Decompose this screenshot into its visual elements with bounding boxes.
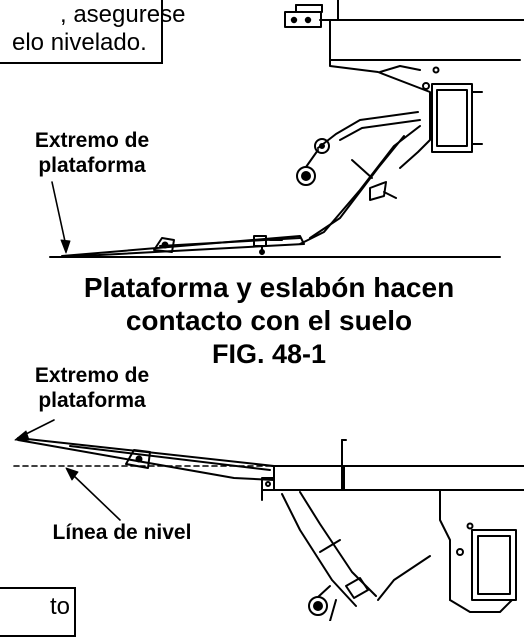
level-line-arrow (71, 473, 121, 521)
bottom-machine-drawing (13, 419, 524, 621)
top-machine-drawing (49, 0, 524, 258)
top-note-box (0, 0, 163, 64)
figure-number: FIG. 48-1 (211, 339, 327, 369)
figure-caption: Plataforma y eslabón hacen contacto con … (64, 271, 474, 337)
bottom-platform-arrow (21, 419, 55, 437)
top-platform-label-line-2: plataforma (38, 154, 146, 177)
level-line-label: Línea de nivel (52, 521, 192, 544)
line-art-drawing (13, 0, 524, 621)
top-platform-arrow (51, 181, 67, 247)
figure-caption-line-1: Plataforma y eslabón hacen (83, 272, 455, 303)
bottom-platform (17, 437, 275, 481)
top-platform-label: Extremo de plataforma (22, 128, 162, 178)
top-platform-label-line-1: Extremo de (34, 129, 150, 152)
bottom-platform-label-line-2: plataforma (38, 389, 146, 412)
bottom-platform-label-line-1: Extremo de (34, 364, 150, 387)
top-note-line-2: elo nivelado. (12, 29, 147, 56)
top-note-line-1: , asegurese (60, 1, 186, 28)
bottom-platform-label: Extremo de plataforma (12, 363, 172, 413)
figure-caption-line-2: contacto con el suelo (125, 305, 413, 336)
bottom-note-fragment: to (50, 593, 71, 620)
